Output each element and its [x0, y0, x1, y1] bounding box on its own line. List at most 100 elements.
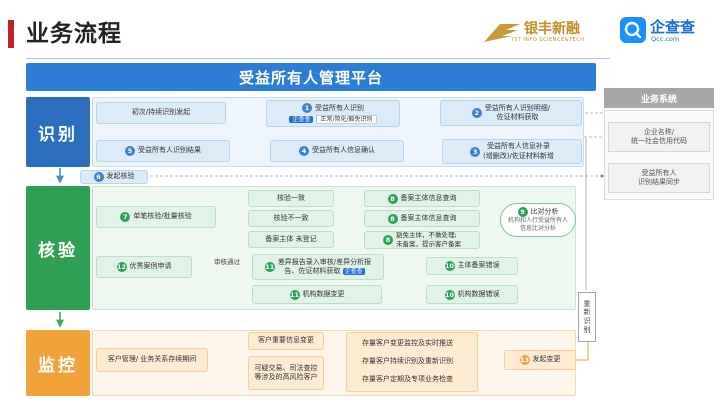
reidentify-tag: 重 新 识 别 — [578, 292, 596, 342]
step6-label: 发起核验 — [106, 172, 135, 181]
identify-initiate-label: 初次/持续识别发起 — [131, 108, 191, 117]
suspicious-line2: 等涉及的高风险客户 — [254, 373, 318, 381]
qcc-logo-text: 企查查 — [650, 18, 696, 36]
business-item2-line2: 识别结果同步 — [638, 178, 680, 186]
step7-number: 7 — [120, 212, 131, 222]
section-verify-label: 核验 — [38, 240, 78, 261]
monitor-task-1: 存量客户变更监控及实时推送 — [362, 339, 453, 347]
step8c-box[interactable]: 8 豁免主体，不做处理;未备案，提示客户备案 — [364, 231, 480, 249]
step8b-label: 备案主体信息查询 — [400, 213, 457, 222]
business-item1-line2: 统一社会信用代码 — [631, 137, 687, 145]
step3-line2: (增删改)/佐证材料新增 — [483, 151, 554, 160]
step3-box[interactable]: 3 受益所有人信息补录(增删改)/佐证材料新增 — [442, 139, 582, 164]
step10a-label: 主体备案错误 — [457, 261, 500, 270]
step5-label: 受益所有人识别结果 — [138, 146, 201, 155]
reidentify-char-4: 别 — [583, 325, 591, 334]
suspicious-line1: 可疑交易、司法查控 — [254, 363, 318, 372]
step1-title: 受益所有人识别 — [315, 103, 364, 112]
step8a-number: 8 — [387, 193, 398, 204]
step10b-number: 10 — [444, 289, 455, 300]
qcc-logo-url: Qcc.com — [651, 35, 680, 43]
step11a-line1: 差异报告录入审核/差异分析报 — [277, 257, 372, 266]
step5-number: 5 — [125, 146, 135, 156]
step11b-label: 机构数据变更 — [302, 289, 345, 298]
section-verify: 核验 — [26, 186, 90, 310]
section-identify-label: 识别 — [38, 124, 78, 145]
step10a-number: 10 — [444, 261, 455, 271]
step12-number: 12 — [116, 262, 127, 272]
step11a-number: 11 — [264, 262, 275, 272]
step13-label: 发起变更 — [532, 355, 561, 364]
step11a-box[interactable]: 11 差异报告录入审核/差异分析报告、佐证材料获取 企查查 — [252, 254, 384, 280]
business-item-result-sync[interactable]: 受益所有人识别结果同步 — [608, 163, 710, 193]
qcc-badge-2: 企查查 — [342, 268, 365, 275]
step3-line1: 受益所有人信息补录 — [486, 142, 550, 151]
qcc-logo: 企查查 Qcc.com — [620, 16, 715, 46]
customer-mgmt-label: 客户管理/ 业务关系存续期间 — [107, 355, 197, 364]
section-monitor: 监控 — [26, 330, 90, 396]
step4-number: 4 — [299, 146, 309, 156]
monitor-task-2: 存量客户持续识别及重新识别 — [362, 357, 453, 365]
step1-tag: 正常/简化/豁免识别 — [316, 115, 377, 124]
monitor-tasks-box — [346, 332, 478, 392]
step2-box[interactable]: 2 受益所有人识别明细/佐证材料获取 — [440, 100, 582, 126]
yinfeng-logo: 银丰新融 IST INFO SCIENCE&TECH — [482, 18, 612, 46]
yinfeng-logo-subtext: IST INFO SCIENCE&TECH — [512, 37, 585, 43]
business-item1-line1: 企业名称/ — [643, 127, 675, 136]
step9-desc-line2: 信息比对分析 — [519, 225, 556, 232]
step4-label: 受益所有人信息确认 — [312, 146, 375, 155]
step11b-number: 11 — [289, 289, 300, 300]
yinfeng-logo-text: 银丰新融 — [524, 21, 580, 37]
platform-banner: 受益所有人管理平台 — [26, 63, 596, 91]
step8c-line2: 未备案，提示客户备案 — [396, 240, 461, 248]
step2-line2: 佐证材料获取 — [496, 113, 539, 121]
section-identify: 识别 — [26, 97, 90, 167]
step7-label: 单笔核验/批量核验 — [133, 212, 192, 221]
major-change-box[interactable]: 客户重要信息变更 — [248, 332, 324, 350]
verify-consistent-label: 核验一致 — [277, 193, 305, 202]
verify-unregistered-box[interactable]: 备案主体 未登记 — [248, 231, 334, 248]
verify-inconsistent-box[interactable]: 核验不一致 — [248, 210, 334, 227]
qcc-logo-icon — [620, 17, 646, 43]
suspicious-box[interactable]: 可疑交易、司法查控等涉及的高风险客户 — [248, 356, 324, 390]
customer-mgmt-box[interactable]: 客户管理/ 业务关系存续期间 — [96, 348, 208, 372]
step8c-number: 8 — [383, 235, 393, 245]
page-title: 业务流程 — [26, 21, 122, 47]
wing-icon — [484, 24, 520, 42]
reidentify-char-2: 新 — [583, 308, 591, 317]
reidentify-char-1: 重 — [583, 299, 591, 308]
section-monitor-label: 监控 — [38, 355, 78, 376]
step10b-label: 机构数据错误 — [457, 289, 500, 298]
platform-banner-title: 受益所有人管理平台 — [238, 68, 383, 87]
step6-number: 6 — [93, 172, 104, 182]
step9-desc-line1: 机构和人行受益所有人 — [507, 216, 568, 224]
title-accent-bar — [8, 20, 14, 48]
business-system-header: 业务系统 — [604, 88, 714, 108]
step3-number: 3 — [470, 146, 481, 157]
step9-number: 9 — [517, 206, 528, 217]
verify-unregistered-label: 备案主体 未登记 — [265, 234, 317, 243]
business-system-title: 业务系统 — [640, 94, 677, 105]
verify-inconsistent-label: 核验不一致 — [273, 213, 309, 222]
business-item-credit-code[interactable]: 企业名称/统一社会信用代码 — [608, 122, 710, 152]
step8a-label: 备案主体信息查询 — [400, 193, 457, 202]
verify-consistent-box[interactable]: 核验一致 — [248, 190, 334, 207]
step11a-line2: 告、佐证材料获取 — [284, 267, 341, 275]
step2-number: 2 — [471, 108, 482, 118]
business-item2-line1: 受益所有人 — [641, 168, 677, 177]
identify-initiate-box[interactable]: 初次/持续识别发起 — [96, 102, 226, 124]
qcc-badge: 企查查 — [289, 116, 314, 123]
